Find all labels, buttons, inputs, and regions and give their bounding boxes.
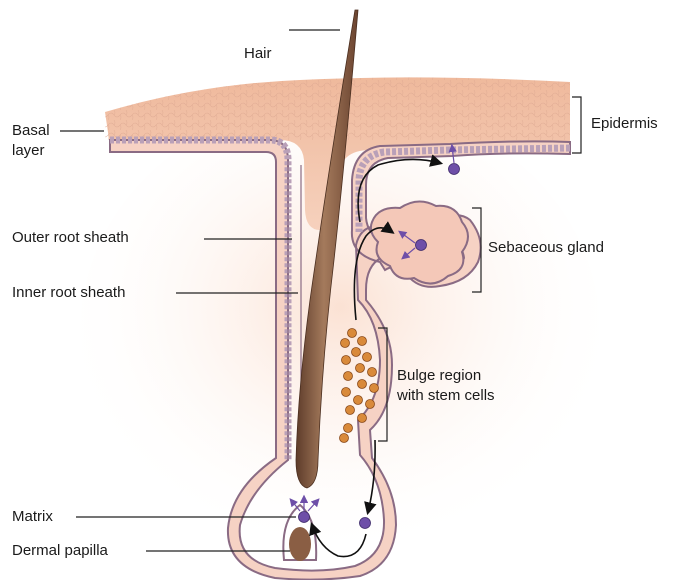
inner-root-sheath-label: Inner root sheath [12, 283, 125, 302]
dermal-papilla-core [289, 527, 311, 561]
dermal-papilla-label: Dermal papilla [12, 541, 108, 560]
sebaceous-gland-label: Sebaceous gland [488, 238, 604, 257]
basal-layer-label-line1: Basal [12, 121, 50, 140]
bulge-region-label-line2: with stem cells [397, 386, 495, 405]
bulge-region-label-line1: Bulge region [397, 366, 481, 385]
hair-label: Hair [244, 44, 272, 63]
matrix-label: Matrix [12, 507, 53, 526]
epidermis-label: Epidermis [591, 114, 658, 133]
outer-root-sheath-label: Outer root sheath [12, 228, 129, 247]
basal-layer-label-line2: layer [12, 141, 45, 160]
